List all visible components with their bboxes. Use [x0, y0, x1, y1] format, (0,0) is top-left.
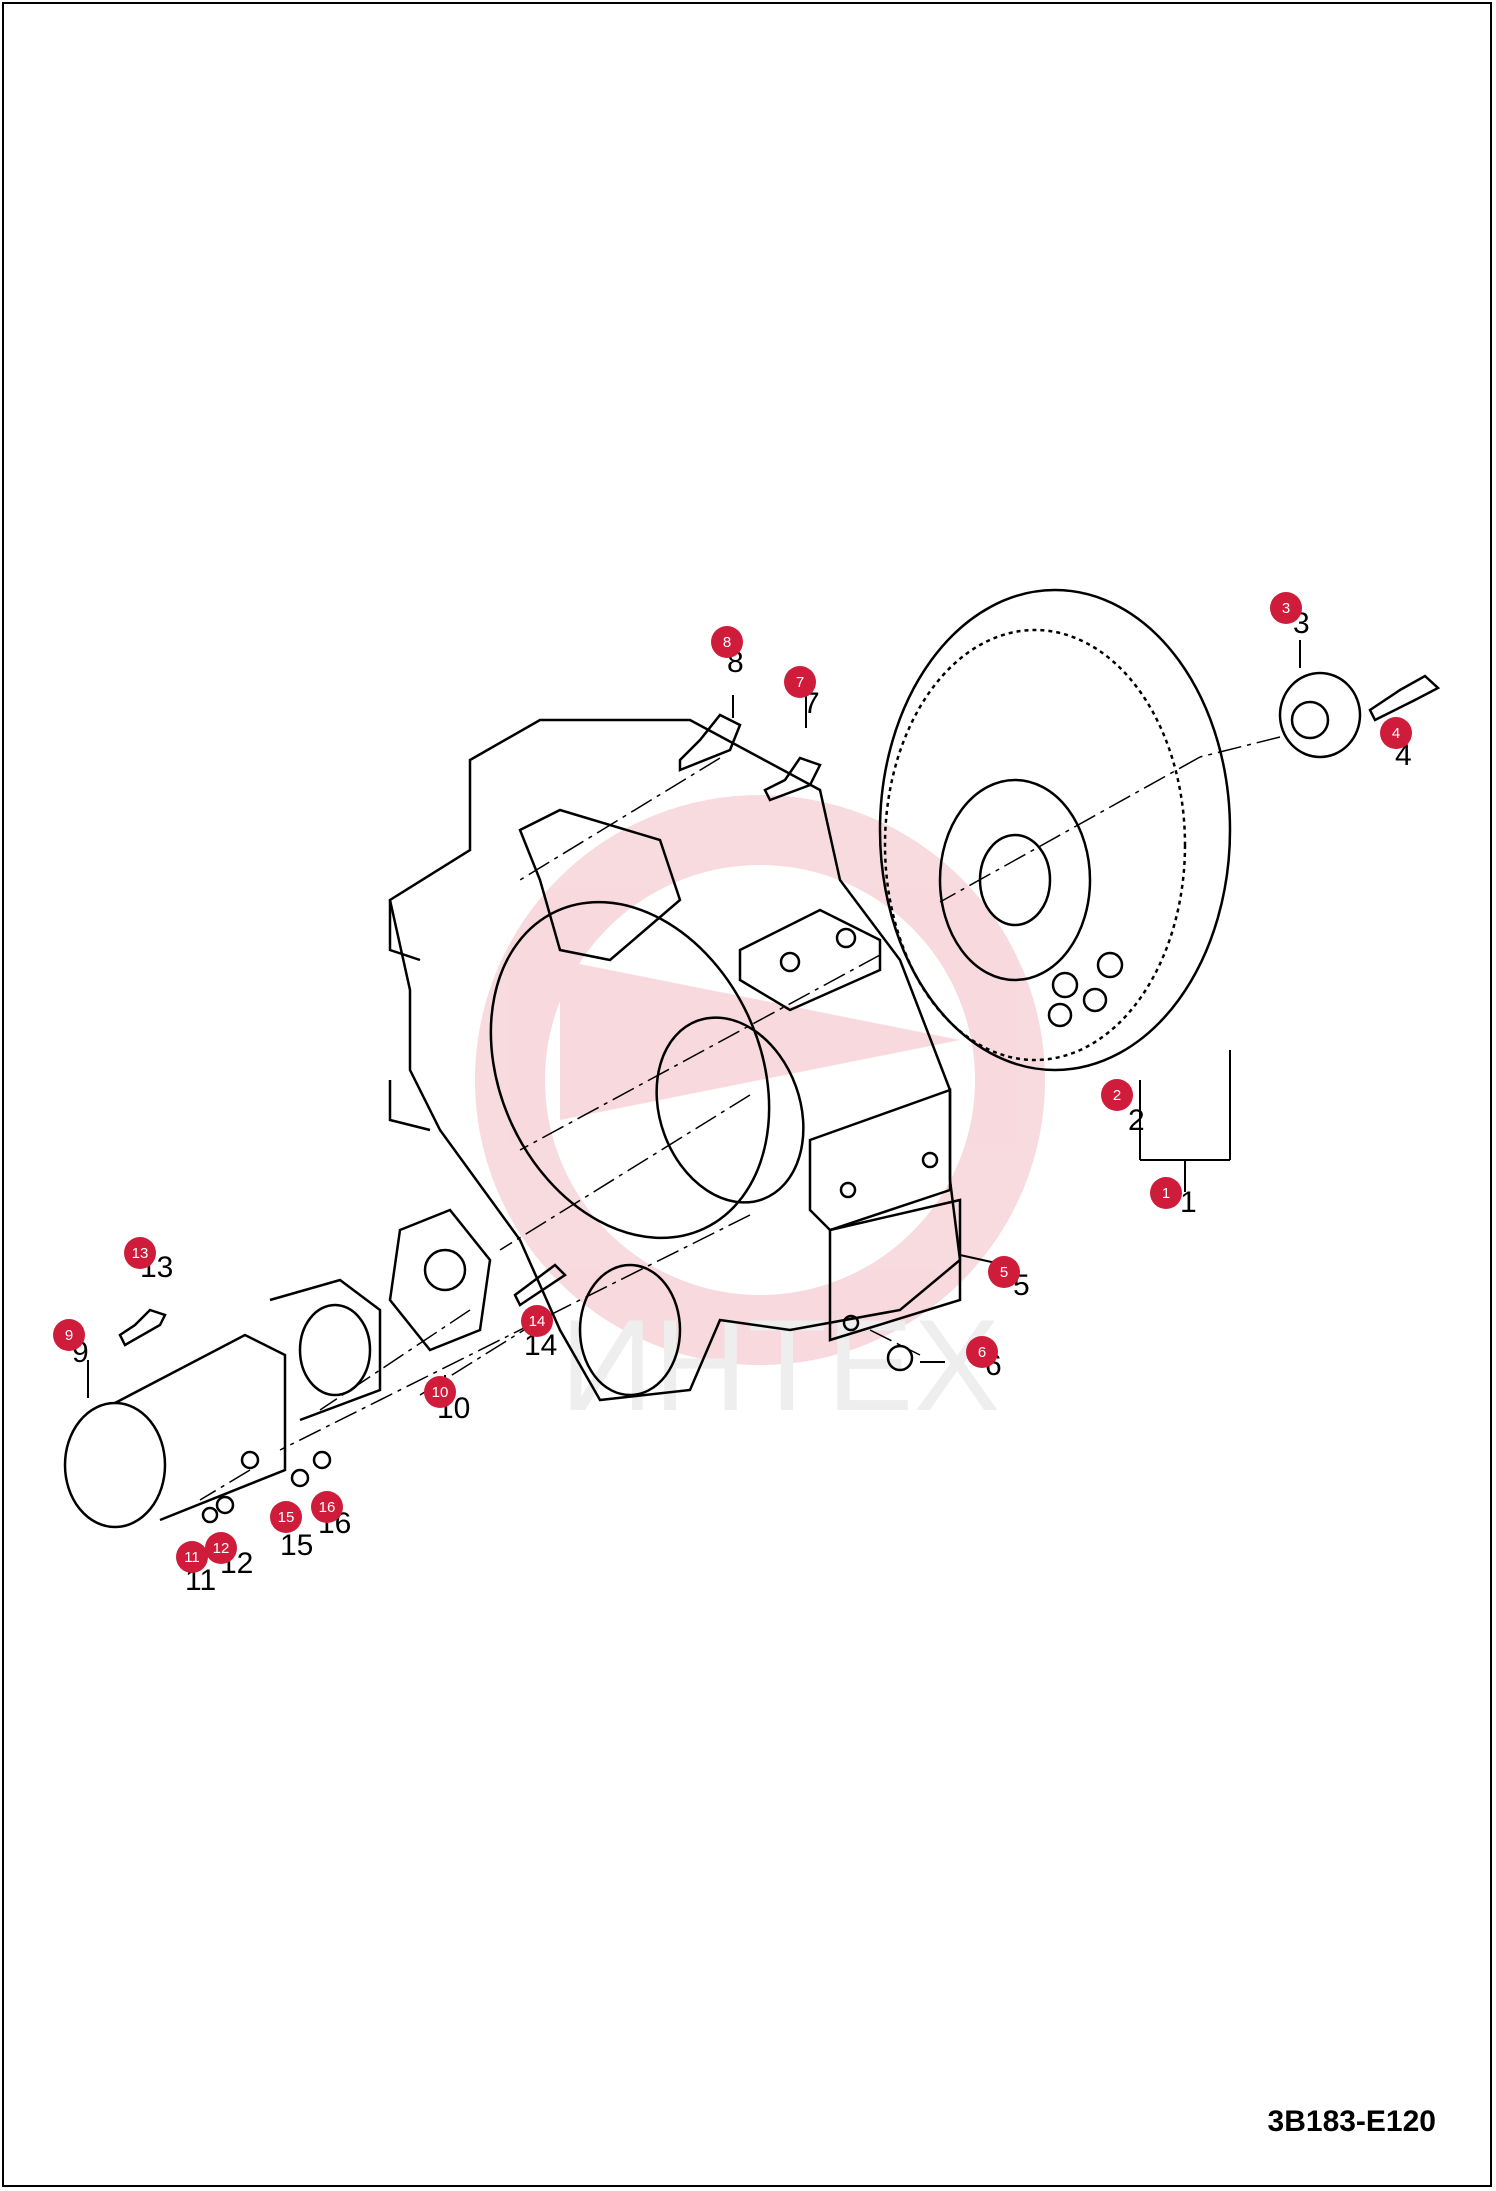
svg-text:7: 7 — [796, 674, 804, 691]
svg-text:13: 13 — [132, 1245, 149, 1262]
callout-3[interactable]: 3 — [1270, 592, 1302, 624]
callout-12[interactable]: 12 — [205, 1532, 237, 1564]
callout-4[interactable]: 4 — [1380, 717, 1412, 749]
callout-14[interactable]: 14 — [521, 1305, 553, 1337]
svg-text:12: 12 — [213, 1540, 230, 1557]
flange-hub — [1278, 671, 1362, 759]
callout-13[interactable]: 13 — [124, 1237, 156, 1269]
label-1: 1 — [1180, 1186, 1197, 1219]
svg-text:14: 14 — [529, 1313, 546, 1330]
flywheel — [878, 588, 1232, 1072]
callout-bubbles[interactable]: 1 2 3 4 5 6 7 8 9 10 11 12 13 14 15 16 — [53, 592, 1412, 1573]
starter-motor — [63, 1208, 492, 1529]
svg-text:2: 2 — [1113, 1087, 1121, 1104]
part-number-labels: 1 2 3 4 5 6 7 8 9 10 11 12 13 14 15 16 — [72, 607, 1412, 1597]
svg-text:4: 4 — [1392, 725, 1400, 742]
callout-16[interactable]: 16 — [311, 1491, 343, 1523]
svg-text:10: 10 — [432, 1384, 449, 1401]
flywheel-housing — [388, 718, 962, 1402]
watermark-text: ИНТЕХ — [560, 1292, 1000, 1438]
svg-text:6: 6 — [978, 1344, 986, 1361]
callout-10[interactable]: 10 — [424, 1376, 456, 1408]
callout-11[interactable]: 11 — [176, 1541, 208, 1573]
callout-8[interactable]: 8 — [711, 626, 743, 658]
callout-5[interactable]: 5 — [988, 1256, 1020, 1288]
label-15: 15 — [280, 1529, 313, 1562]
label-2: 2 — [1128, 1104, 1145, 1137]
svg-text:15: 15 — [278, 1509, 295, 1526]
callout-9[interactable]: 9 — [53, 1319, 85, 1351]
callout-2[interactable]: 2 — [1101, 1079, 1133, 1111]
svg-text:1: 1 — [1162, 1185, 1170, 1202]
assembly-centerlines — [199, 736, 1281, 1501]
drawing-code: 3B183-E120 — [1267, 2105, 1436, 2138]
callout-7[interactable]: 7 — [784, 666, 816, 698]
bolts — [118, 674, 1441, 1372]
svg-text:8: 8 — [723, 634, 731, 651]
callout-1[interactable]: 1 — [1150, 1177, 1182, 1209]
callout-6[interactable]: 6 — [966, 1336, 998, 1368]
callout-15[interactable]: 15 — [270, 1501, 302, 1533]
svg-text:11: 11 — [184, 1549, 200, 1566]
watermark: ИНТЕХ — [475, 795, 1045, 1438]
svg-text:9: 9 — [65, 1327, 73, 1344]
svg-text:16: 16 — [319, 1499, 336, 1516]
svg-text:3: 3 — [1282, 600, 1290, 617]
leader-lines — [87, 640, 1301, 1398]
svg-text:5: 5 — [1000, 1264, 1008, 1281]
